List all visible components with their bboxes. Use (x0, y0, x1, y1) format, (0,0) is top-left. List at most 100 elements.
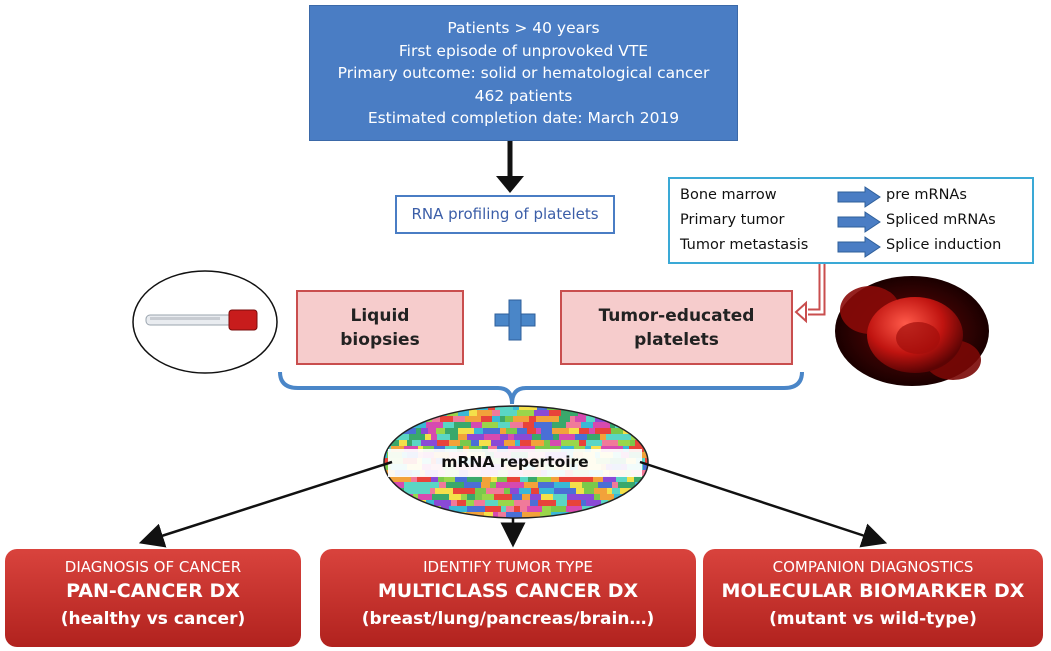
mosaic-tile (616, 476, 627, 482)
mosaic-tile (534, 422, 552, 428)
mosaic-tile (466, 500, 474, 506)
mosaic-tile (506, 512, 522, 518)
mosaic-tile (437, 440, 449, 446)
mosaic-tile (528, 476, 537, 482)
mosaic-tile (438, 476, 444, 482)
mosaic-tile (579, 406, 591, 410)
mosaic-tile (418, 518, 434, 524)
outcome-title: PAN-CANCER DX (66, 580, 240, 602)
outcome-box-tumor-type: IDENTIFY TUMOR TYPE MULTICLASS CANCER DX… (320, 549, 696, 647)
mosaic-tile (575, 434, 587, 440)
mosaic-tile (451, 500, 457, 506)
mosaic-tile (398, 482, 404, 488)
mosaic-tile (586, 518, 591, 524)
mosaic-tile (510, 488, 519, 494)
mosaic-tile (651, 482, 664, 488)
mosaic-tile (431, 434, 437, 440)
mosaic-tile (566, 506, 582, 512)
mosaic-tile (413, 494, 418, 500)
mosaic-tile (593, 422, 610, 428)
mosaic-tile (642, 416, 648, 422)
mosaic-tile (435, 488, 453, 494)
mosaic-tile (451, 518, 469, 524)
mosaic-tile (445, 428, 458, 434)
mosaic-tile (603, 476, 616, 482)
mosaic-tile (570, 416, 575, 422)
mosaic-tile (540, 512, 551, 518)
mosaic-tile (577, 476, 593, 482)
mosaic-tile (454, 422, 471, 428)
mosaic-tile (610, 416, 618, 422)
mosaic-tile (618, 416, 624, 422)
mosaic-tile (471, 422, 482, 428)
mosaic-tile (388, 500, 405, 506)
mosaic-tile (531, 488, 539, 494)
mosaic-tile (650, 488, 661, 494)
mosaic-tile (530, 500, 538, 506)
mosaic-tile (469, 518, 479, 524)
mosaic-tile (559, 476, 577, 482)
mosaic-tile (552, 428, 569, 434)
liquid-line-2: biopsies (340, 329, 420, 350)
mosaic-tile (498, 512, 506, 518)
mosaic-tile (648, 410, 654, 416)
mosaic-tile (518, 518, 529, 524)
mosaic-tile (415, 488, 430, 494)
mosaic-tile (491, 476, 497, 482)
info-target: Spliced mRNAs (886, 212, 996, 228)
mosaic-tile (434, 518, 451, 524)
mosaic-tile (637, 416, 642, 422)
mosaic-tile (575, 416, 586, 422)
mosaic-tile (537, 406, 547, 410)
mosaic-tile (437, 512, 444, 518)
mosaic-tile (599, 506, 605, 512)
mosaic-tile (643, 464, 648, 470)
mosaic-tile (501, 506, 506, 512)
mosaic-tile (504, 488, 510, 494)
mosaic-tile (384, 506, 396, 512)
mosaic-tile (642, 434, 648, 440)
mosaic-tile (500, 434, 508, 440)
mosaic-tile (389, 428, 398, 434)
mosaic-tile (402, 512, 415, 518)
mosaic-tile (490, 482, 496, 488)
mosaic-tile (497, 476, 507, 482)
mosaic-tile (647, 428, 648, 434)
mosaic-tile (507, 476, 520, 482)
mosaic-tile (404, 410, 418, 416)
mosaic-tile (621, 406, 632, 410)
blue-arrow-icon (837, 236, 881, 258)
mosaic-tile (581, 422, 593, 428)
study-line: Patients > 40 years (447, 19, 600, 37)
mosaic-tile (517, 410, 534, 416)
mosaic-tile (500, 416, 505, 422)
mosaic-tile (415, 512, 432, 518)
mosaic-tile (382, 518, 397, 524)
mosaic-tile (384, 488, 393, 494)
mosaic-tile (484, 434, 500, 440)
mosaic-tile (457, 500, 466, 506)
mosaic-tile (566, 422, 581, 428)
mosaic-tile (411, 476, 417, 482)
mosaic-tile (589, 428, 595, 434)
mosaic-tile (451, 406, 462, 410)
mosaic-tile (630, 416, 637, 422)
mosaic-tile (648, 440, 661, 446)
mosaic-tile (515, 440, 520, 446)
mosaic-tile (559, 416, 570, 422)
mosaic-tile (458, 434, 467, 440)
mosaic-tile (506, 428, 517, 434)
mosaic-tile (399, 410, 404, 416)
info-row: Tumor metastasis Splice induction (670, 235, 1032, 259)
mosaic-tile (512, 494, 522, 500)
mosaic-tile (622, 518, 628, 524)
mosaic-tile (587, 434, 600, 440)
mosaic-tile (542, 506, 551, 512)
mosaic-tile (529, 416, 536, 422)
mosaic-tile (434, 500, 451, 506)
mosaic-tile (409, 434, 425, 440)
mrna-repertoire-label: mRNA repertoire (441, 453, 589, 471)
mosaic-tile (629, 494, 647, 500)
mosaic-tile (477, 410, 492, 416)
mosaic-tile (633, 500, 647, 506)
